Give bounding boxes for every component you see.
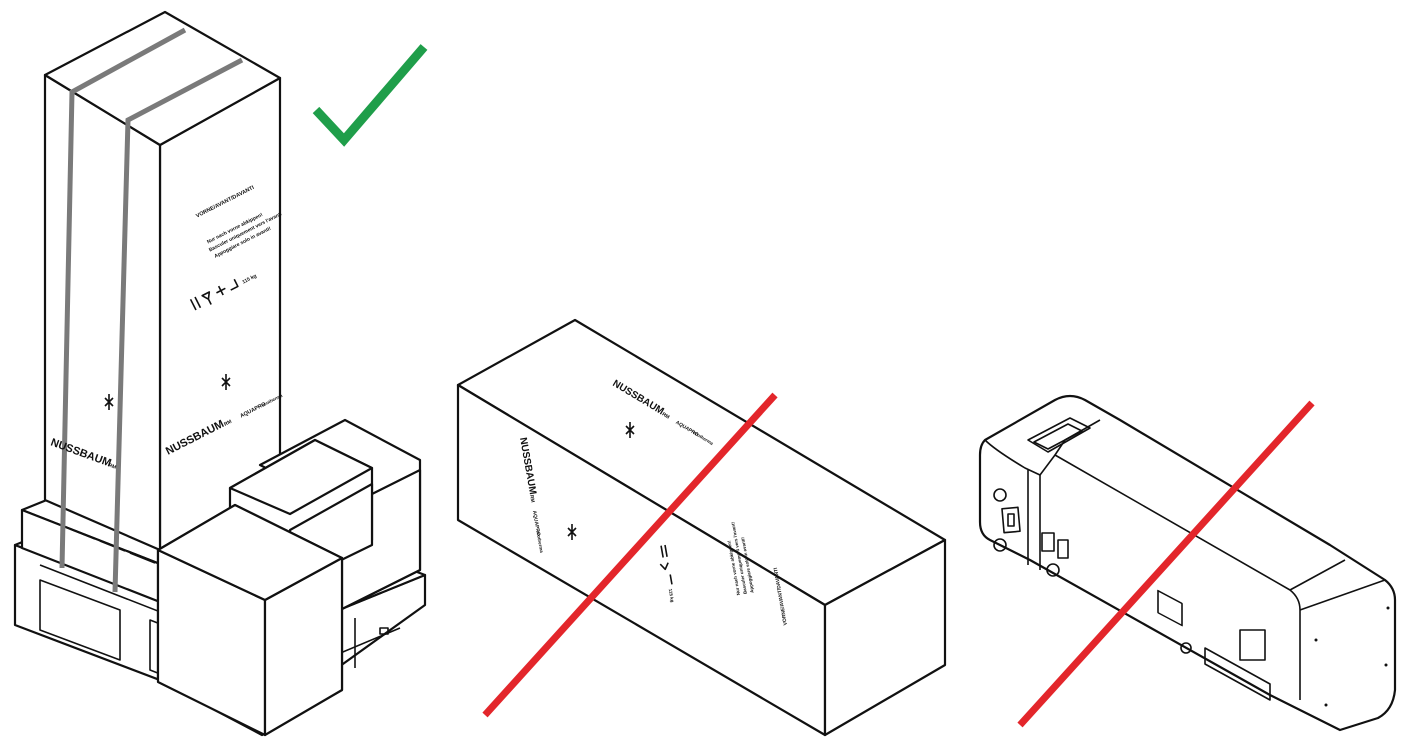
fragile-symbol-icon bbox=[104, 374, 231, 410]
weight-label-side: 115 kg bbox=[668, 588, 675, 603]
brand-suffix-top: RM bbox=[661, 411, 671, 420]
tall-carton: VORNE/AVANT/DAVANTI Nur nach vorne abkip… bbox=[43, 10, 284, 593]
upright-box-on-pallet: VORNE/AVANT/DAVANTI Nur nach vorne abkip… bbox=[13, 10, 428, 737]
product-suffix-side: ecotherma bbox=[535, 530, 544, 554]
brand-suffix-front: RM bbox=[223, 419, 233, 428]
product-logo-side: AQUAPRO bbox=[531, 510, 541, 536]
strike-line-icon bbox=[482, 392, 778, 718]
lying-appliance bbox=[978, 394, 1397, 732]
lying-box: NUSSBAUM RM AQUAPRO ecotherma NUSSBAUM R… bbox=[456, 318, 947, 737]
strike-line-icon bbox=[1017, 400, 1315, 728]
checkmark-icon bbox=[312, 44, 428, 147]
brand-suffix-side: RM bbox=[528, 494, 535, 503]
brand-suffix: RM bbox=[108, 462, 117, 470]
fragile-symbol-icon bbox=[625, 422, 635, 438]
accessory-boxes bbox=[156, 418, 422, 737]
fragile-symbol-icon bbox=[567, 524, 577, 540]
